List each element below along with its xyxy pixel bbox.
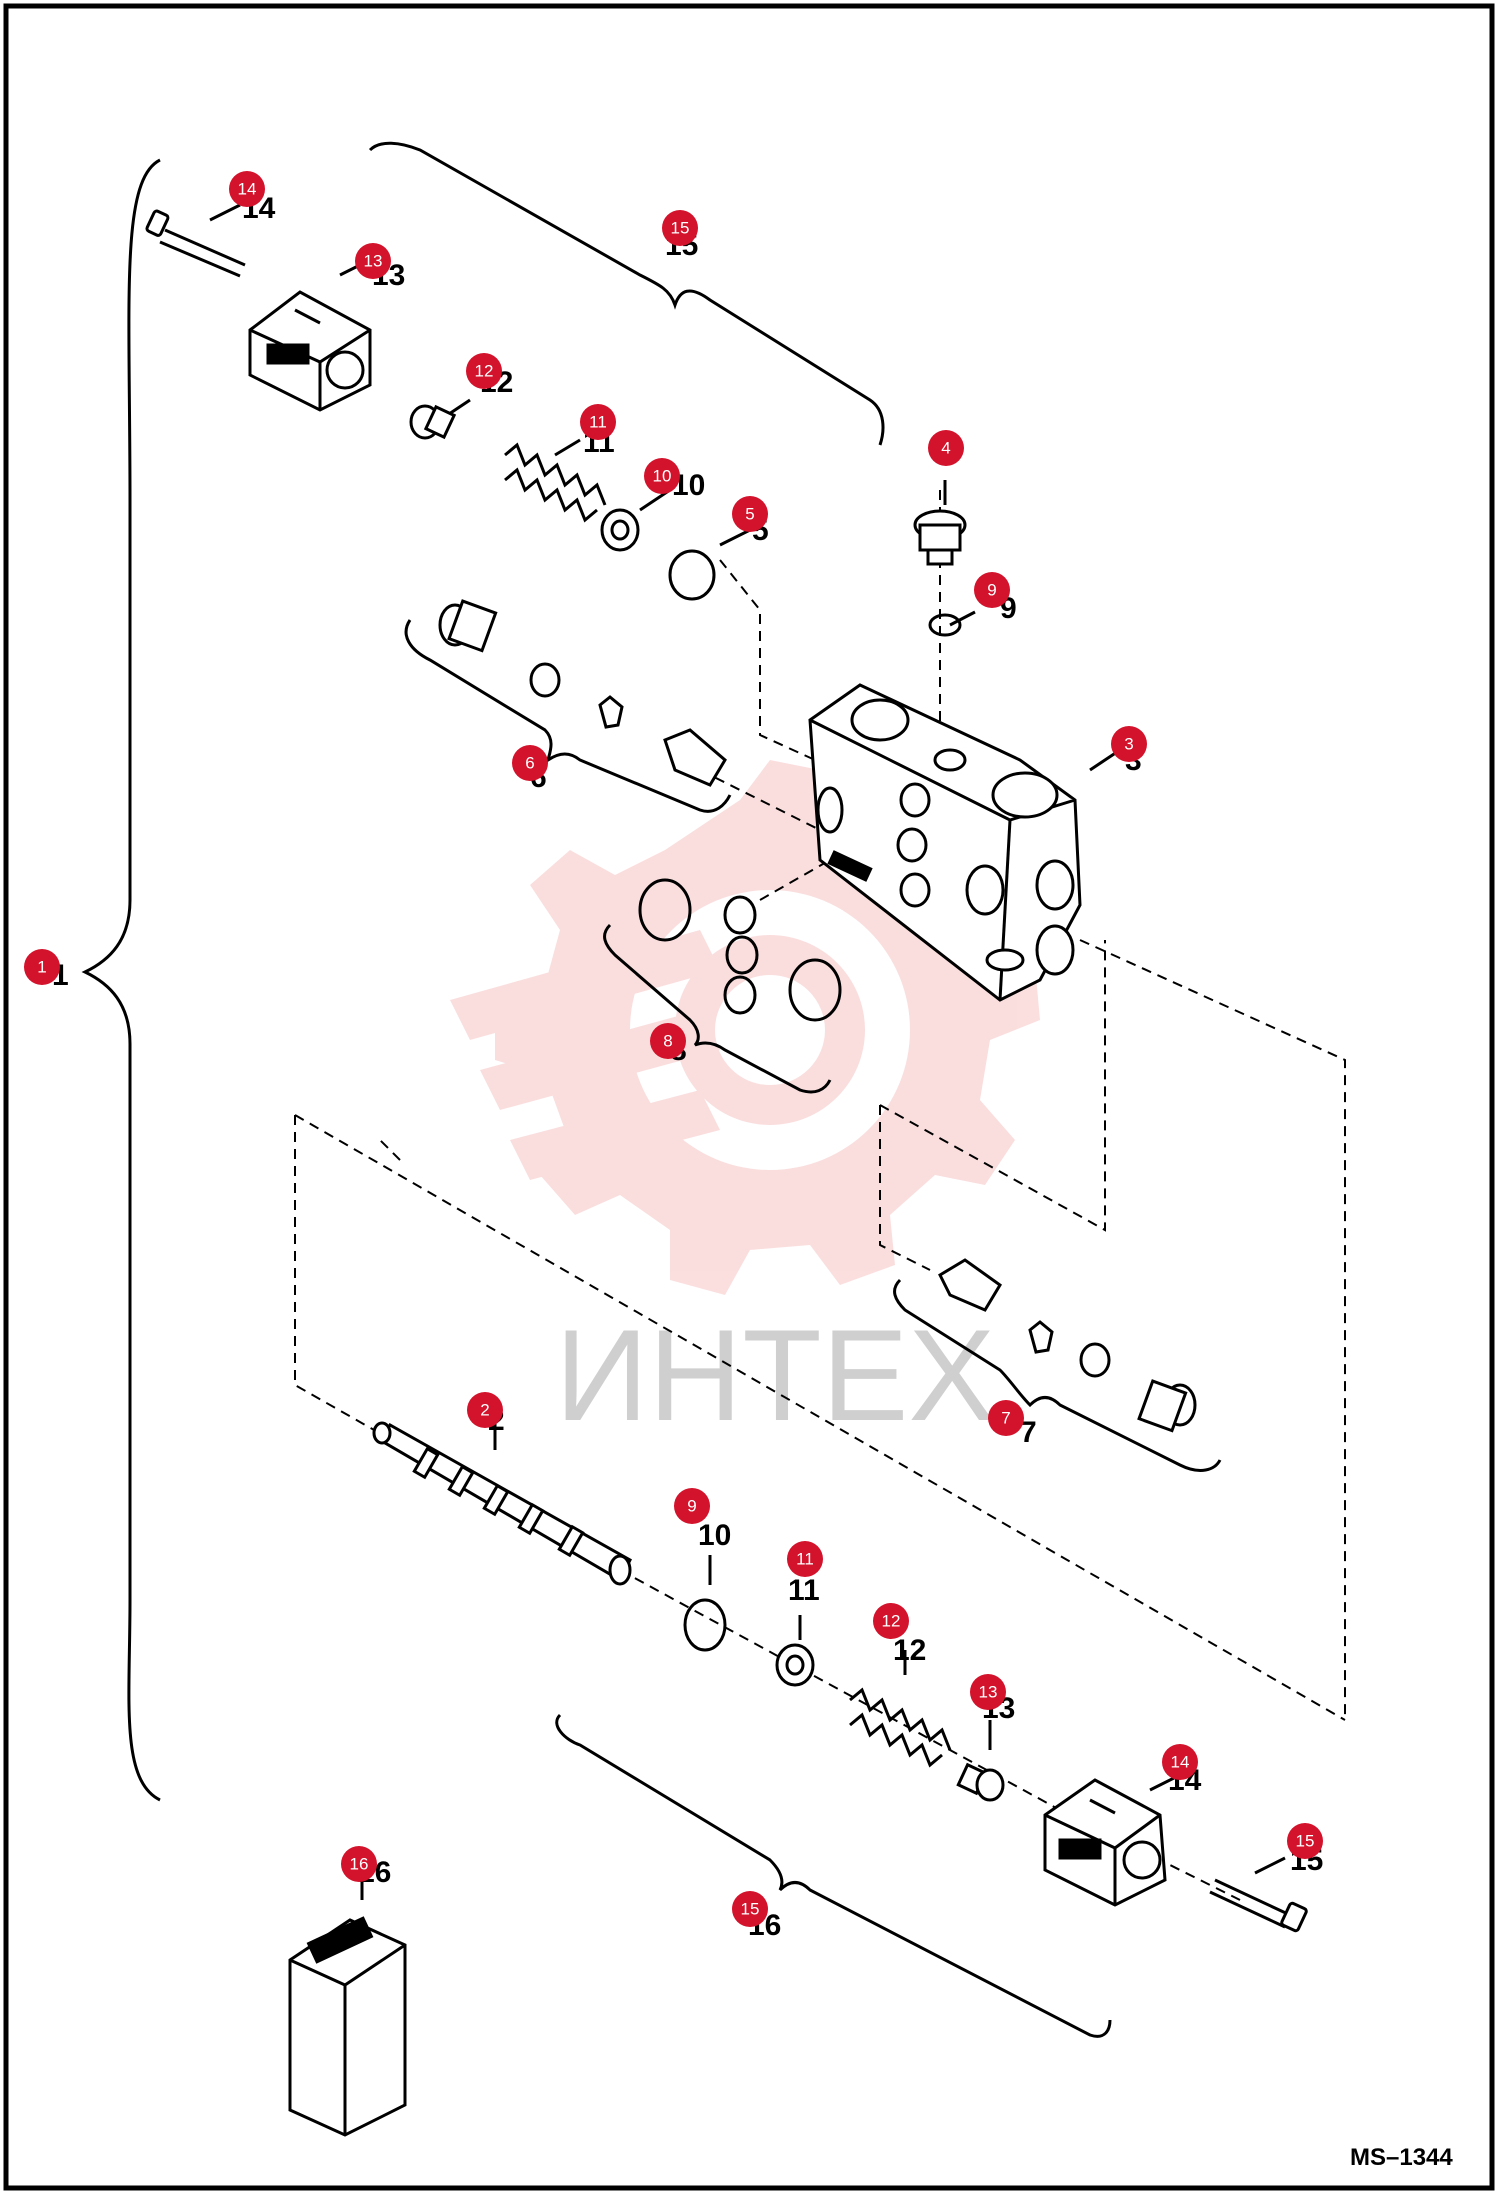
- svg-text:13: 13: [364, 252, 383, 271]
- callout-14a[interactable]: 14: [229, 171, 265, 207]
- callout-3[interactable]: 3: [1111, 726, 1147, 762]
- callout-16[interactable]: 16: [341, 1846, 377, 1882]
- svg-text:5: 5: [745, 505, 754, 524]
- washer-lower: [775, 1643, 815, 1687]
- callout-6[interactable]: 6: [512, 745, 548, 781]
- callout-15a[interactable]: 15: [662, 210, 698, 246]
- cap-block-lower: [1043, 1778, 1167, 1907]
- callout-14b[interactable]: 15: [1287, 1823, 1323, 1859]
- spring-upper: [504, 442, 607, 523]
- callout-11b[interactable]: 12: [873, 1603, 909, 1639]
- callout-4[interactable]: 4: [928, 430, 964, 466]
- callout-8[interactable]: 8: [650, 1023, 686, 1059]
- relief-valve-7: [938, 1258, 1197, 1433]
- bracket-8: [603, 923, 832, 1094]
- o-ring-5: [668, 549, 716, 601]
- svg-text:16: 16: [350, 1855, 369, 1874]
- svg-text:11: 11: [796, 1550, 814, 1569]
- svg-text:11: 11: [589, 413, 607, 432]
- bracket-7: [893, 1278, 1222, 1472]
- svg-text:13: 13: [979, 1683, 998, 1702]
- watermark-text: ИНТЕХ: [555, 1302, 995, 1448]
- svg-text:15: 15: [1296, 1832, 1315, 1851]
- spring-lower: [849, 1687, 952, 1768]
- callout-11a[interactable]: 11: [580, 404, 616, 440]
- label-7: 7: [1020, 1416, 1037, 1449]
- relief-valve-6: [438, 599, 727, 787]
- valve-body-3: [808, 683, 1082, 1002]
- callout-1[interactable]: 1: [24, 949, 60, 985]
- callout-15b[interactable]: 15: [732, 1891, 768, 1927]
- svg-text:9: 9: [687, 1497, 696, 1516]
- o-ring-9-upper: [928, 613, 962, 637]
- washer-upper: [600, 508, 640, 552]
- callout-9b[interactable]: 9: [674, 1488, 710, 1524]
- svg-text:6: 6: [525, 754, 534, 773]
- callout-13b[interactable]: 14: [1162, 1744, 1198, 1780]
- callout-7[interactable]: 7: [988, 1400, 1024, 1436]
- svg-text:15: 15: [671, 219, 690, 238]
- seal-kit-16: [288, 1916, 407, 2137]
- bracket-15-lower: [555, 1713, 1112, 2038]
- spring-seat-lower: [956, 1762, 1005, 1802]
- o-rings-8: [638, 878, 842, 1022]
- svg-text:8: 8: [663, 1032, 672, 1051]
- callout-5[interactable]: 5: [732, 496, 768, 532]
- frame-border: [3, 3, 1495, 2191]
- svg-text:10: 10: [653, 467, 672, 486]
- svg-text:14: 14: [1171, 1753, 1190, 1772]
- svg-text:14: 14: [238, 180, 257, 199]
- plug-4: [913, 509, 967, 566]
- svg-text:3: 3: [1124, 735, 1133, 754]
- svg-text:2: 2: [480, 1401, 489, 1420]
- svg-text:7: 7: [1001, 1409, 1010, 1428]
- label-9b: 10: [698, 1519, 731, 1552]
- callout-9a[interactable]: 9: [974, 572, 1010, 608]
- callout-13a[interactable]: 13: [355, 243, 391, 279]
- svg-text:12: 12: [882, 1612, 901, 1631]
- label-11b: 12: [893, 1634, 926, 1667]
- callout-10b[interactable]: 11: [787, 1541, 823, 1577]
- cap-block-upper: [248, 290, 372, 412]
- o-ring-9-lower: [683, 1598, 727, 1652]
- svg-text:1: 1: [37, 958, 46, 977]
- callout-2[interactable]: 2: [467, 1392, 503, 1428]
- callout-12b[interactable]: 13: [970, 1674, 1006, 1710]
- spool-2: [372, 1421, 632, 1586]
- drawing-code: MS–1344: [1350, 2144, 1453, 2171]
- bracket-6: [404, 619, 732, 813]
- callout-10a[interactable]: 10: [644, 458, 680, 494]
- callouts: 14 13 15 12 11 10 5 4 9 3 6 1 8 2 7 9 11…: [24, 171, 1323, 1927]
- svg-text:4: 4: [941, 439, 950, 458]
- bracket-15-upper: [368, 141, 885, 446]
- bolt-upper: [145, 209, 246, 278]
- label-10b: 11: [788, 1574, 820, 1607]
- callout-12a[interactable]: 12: [466, 353, 502, 389]
- brace-item-1: [81, 158, 161, 1802]
- svg-text:12: 12: [475, 362, 494, 381]
- svg-text:9: 9: [987, 581, 996, 600]
- svg-text:15: 15: [741, 1900, 760, 1919]
- bolt-lower: [1209, 1878, 1308, 1933]
- spring-seat-upper: [409, 404, 457, 440]
